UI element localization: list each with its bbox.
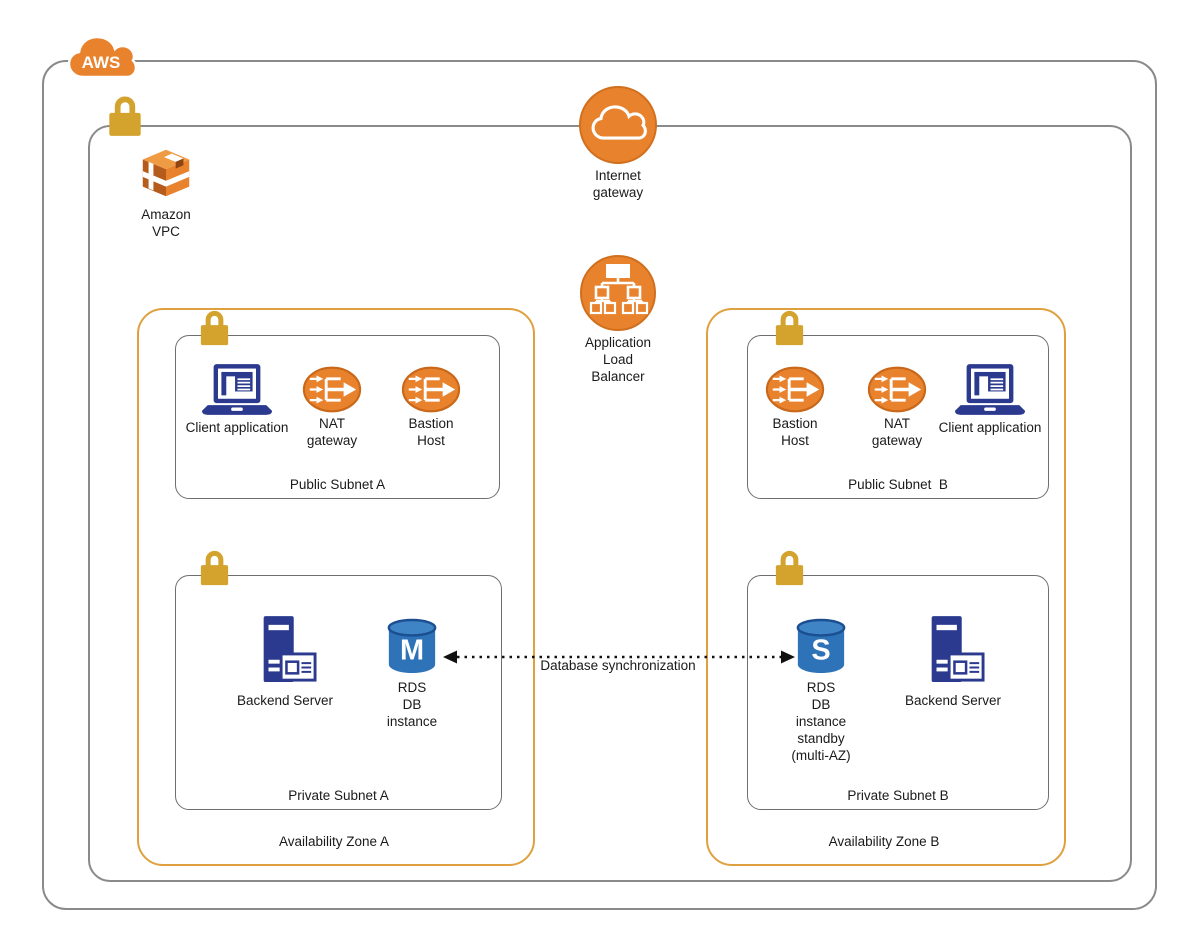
private-subnet-a-label: Private Subnet A bbox=[288, 788, 389, 803]
public-subnet-a-label: Public Subnet A bbox=[289, 477, 386, 492]
availability-zone-a-boundary bbox=[137, 308, 535, 866]
aws-cloud-icon: AWS bbox=[67, 35, 138, 79]
backend-server-a-node: Backend Server bbox=[223, 614, 347, 710]
client-application-a-label: Client application bbox=[185, 420, 289, 435]
client-application-a-node: Client application bbox=[177, 362, 297, 437]
nat-gateway-b-label: NAT gateway bbox=[871, 416, 923, 448]
svg-text:M: M bbox=[400, 635, 424, 667]
nat-gateway-a-node: NAT gateway bbox=[298, 366, 366, 450]
client-application-b-label: Client application bbox=[938, 420, 1042, 435]
private-subnet-b-label: Private Subnet B bbox=[847, 788, 949, 803]
bastion-host-icon bbox=[401, 366, 461, 413]
internet-gateway-icon bbox=[578, 85, 658, 165]
client-application-b-node: Client application bbox=[930, 362, 1050, 437]
load-balancer-label: Application Load Balancer bbox=[584, 335, 652, 384]
private-subnet-a-boundary: Private Subnet A bbox=[175, 575, 502, 810]
lock-icon-public-subnet-b bbox=[773, 307, 806, 347]
rds-db-instance-node: M RDS DB instance bbox=[375, 617, 449, 731]
rds-db-instance-label: RDS DB instance bbox=[386, 680, 438, 729]
nat-gateway-icon bbox=[867, 366, 927, 413]
public-subnet-b-label: Public Subnet B bbox=[848, 477, 948, 492]
client-application-icon bbox=[954, 363, 1026, 416]
nat-gateway-b-node: NAT gateway bbox=[863, 366, 931, 450]
availability-zone-b-boundary bbox=[706, 308, 1066, 866]
backend-server-b-label: Backend Server bbox=[904, 693, 1002, 708]
rds-db-icon: M bbox=[387, 618, 437, 675]
availability-zone-b-label: Availability Zone B bbox=[828, 834, 940, 849]
nat-gateway-icon bbox=[302, 366, 362, 413]
client-application-icon bbox=[201, 363, 273, 416]
lock-icon-public-subnet-a bbox=[198, 307, 231, 347]
aws-cloud-boundary bbox=[42, 60, 1157, 910]
bastion-host-b-label: Bastion Host bbox=[772, 416, 818, 448]
public-subnet-a-boundary: Public Subnet A bbox=[175, 335, 500, 499]
db-sync-label: Database synchronization bbox=[540, 658, 696, 673]
availability-zone-a-label: Availability Zone A bbox=[278, 834, 390, 849]
load-balancer-node: Application Load Balancer bbox=[568, 254, 668, 386]
backend-server-icon bbox=[262, 614, 317, 684]
backend-server-icon bbox=[930, 614, 985, 684]
rds-db-icon: S bbox=[796, 618, 846, 675]
bastion-host-a-node: Bastion Host bbox=[397, 366, 465, 450]
internet-gateway-node: Internet gateway bbox=[568, 85, 668, 202]
lock-icon-private-subnet-b bbox=[773, 547, 806, 587]
lock-icon-private-subnet-a bbox=[198, 547, 231, 587]
bastion-host-icon bbox=[765, 366, 825, 413]
rds-db-standby-node: S RDS DB instance standby (multi-AZ) bbox=[787, 617, 855, 764]
vpc-icon bbox=[142, 149, 190, 197]
rds-db-standby-label: RDS DB instance standby (multi-AZ) bbox=[791, 680, 851, 763]
svg-text:S: S bbox=[811, 635, 830, 667]
db-sync-arrow bbox=[443, 650, 795, 664]
svg-text:AWS: AWS bbox=[82, 53, 121, 72]
lock-icon-vpc bbox=[106, 92, 144, 138]
private-subnet-b-boundary: Private Subnet B bbox=[747, 575, 1049, 810]
nat-gateway-a-label: NAT gateway bbox=[306, 416, 358, 448]
backend-server-a-label: Backend Server bbox=[236, 693, 334, 708]
backend-server-b-node: Backend Server bbox=[891, 614, 1015, 710]
internet-gateway-label: Internet gateway bbox=[592, 168, 644, 200]
public-subnet-b-boundary: Public Subnet B bbox=[747, 335, 1049, 499]
amazon-vpc-node: Amazon VPC bbox=[125, 144, 207, 241]
load-balancer-icon bbox=[579, 254, 657, 332]
bastion-host-a-label: Bastion Host bbox=[408, 416, 454, 448]
bastion-host-b-node: Bastion Host bbox=[761, 366, 829, 450]
vpc-label: Amazon VPC bbox=[141, 207, 191, 239]
